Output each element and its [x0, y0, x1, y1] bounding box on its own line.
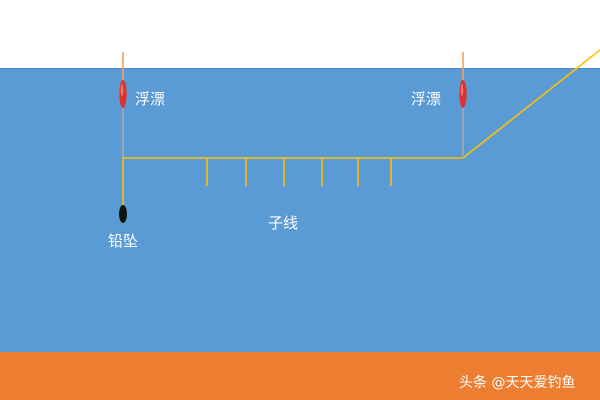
float-icon: [459, 52, 467, 158]
sinker-label: 铅坠: [108, 232, 138, 250]
rod-line: [462, 49, 600, 159]
float-icon: [119, 52, 127, 158]
branch-lines: [206, 158, 392, 186]
sky-area: [0, 0, 600, 68]
watermark: 头条 @天天爱钓鱼: [459, 374, 575, 391]
sinker-icon: [119, 205, 127, 223]
branch-line-label: 子线: [268, 214, 298, 232]
float-label-right: 浮漂: [411, 90, 441, 108]
lakebed-area: [0, 352, 600, 400]
float-label-left: 浮漂: [135, 90, 165, 108]
water-area: [0, 68, 600, 352]
